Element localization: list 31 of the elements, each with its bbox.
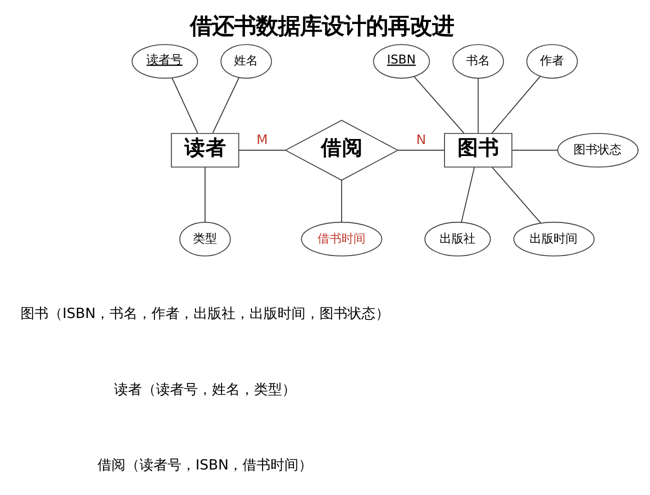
node-ellipse: 借书时间 [301,221,382,256]
connector [491,75,541,134]
connector [398,149,445,150]
diagram-title: 借还书数据库设计的再改进 [190,13,454,40]
node-ellipse: 类型 [179,221,231,256]
connector [460,166,475,222]
connector [414,76,464,134]
node-box: 读者 [170,132,240,168]
connector [172,76,198,134]
node-box: 图书 [444,132,512,168]
connector [478,77,479,134]
connector [512,149,558,150]
node-ellipse: 姓名 [220,44,272,78]
node-ellipse: 图书状态 [557,132,639,168]
label: 读者（读者号，姓名，类型） [114,381,296,398]
node-ellipse: 读者号 [132,44,198,78]
connector [341,179,342,222]
connector [212,76,240,134]
connector [492,166,542,223]
node-ellipse: 出版社 [424,221,491,256]
label: 借阅（读者号，ISBN，借书时间） [97,457,313,474]
connector [238,149,286,150]
label: 图书（ISBN，书名，作者，出版社，出版时间，图书状态） [20,306,390,322]
node-ellipse: 书名 [452,44,504,78]
node-ellipse: 作者 [526,44,578,78]
connector [204,166,206,222]
node-diamond: 借阅 [284,119,399,180]
node-ellipse: 出版时间 [513,221,595,256]
node-ellipse: ISBN [373,44,430,78]
edge-label: M [256,132,268,148]
edge-label: N [416,132,426,148]
